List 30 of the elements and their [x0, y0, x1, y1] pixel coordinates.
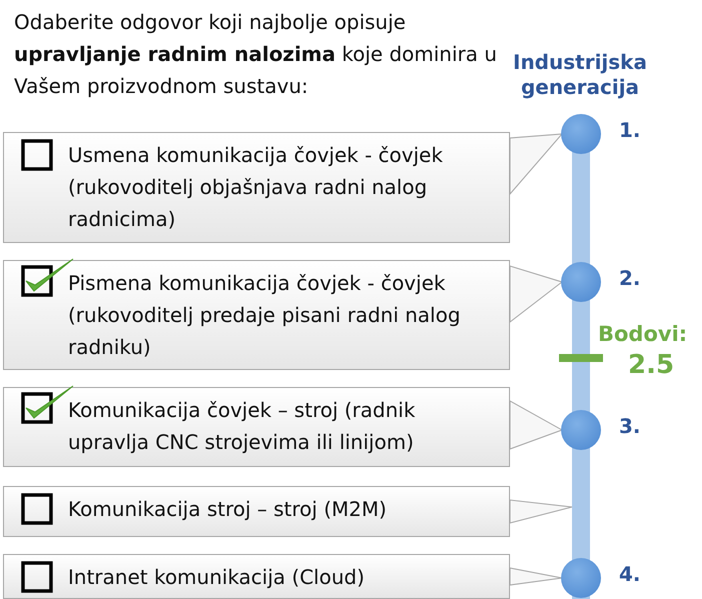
timeline-dot	[561, 558, 601, 598]
step-number: 4.	[619, 562, 641, 586]
callout-pointer	[510, 265, 564, 324]
option-text: Usmena komunikacija čovjek - čovjek (rukovoditelj objašnjava radni nalog radnicima)	[68, 142, 444, 233]
option-text: Komunikacija čovjek – stroj (radnik upravlja CNC strojevima ili linijom)	[68, 397, 416, 456]
step-number: 1.	[619, 118, 641, 142]
callout-pointer	[510, 567, 562, 586]
question-text: Odaberite odgovor koji najbolje opisuje upravljanje radnim nalozima koje dominira u Vašem proizvodnom sustavu:	[14, 9, 498, 100]
timeline-dot	[561, 262, 601, 302]
timeline-dot	[561, 114, 601, 154]
callout-pointer	[510, 133, 564, 196]
option-text: Komunikacija stroj – stroj (M2M)	[68, 496, 388, 523]
score-value: 2.5	[628, 350, 674, 380]
checkbox-icon	[21, 561, 55, 595]
step-number: 3.	[619, 414, 641, 438]
option-card	[3, 260, 510, 370]
score-label: Bodovi:	[598, 322, 688, 346]
checkbox-icon	[21, 139, 55, 173]
option-text: Intranet komunikacija (Cloud)	[68, 564, 366, 591]
checkbox-icon	[21, 493, 55, 527]
axis-heading: Industrijska generacija	[512, 50, 648, 100]
callout-pointer	[510, 400, 564, 450]
step-number: 2.	[619, 266, 641, 290]
option-text: Pismena komunikacija čovjek - čovjek (rukovoditelj predaje pisani radni nalog radniku)	[68, 270, 462, 361]
option-card	[3, 554, 510, 599]
option-card	[3, 486, 510, 537]
callout-pointer	[510, 499, 572, 524]
timeline-dot	[561, 410, 601, 450]
option-card	[3, 132, 510, 243]
option-card	[3, 387, 510, 467]
